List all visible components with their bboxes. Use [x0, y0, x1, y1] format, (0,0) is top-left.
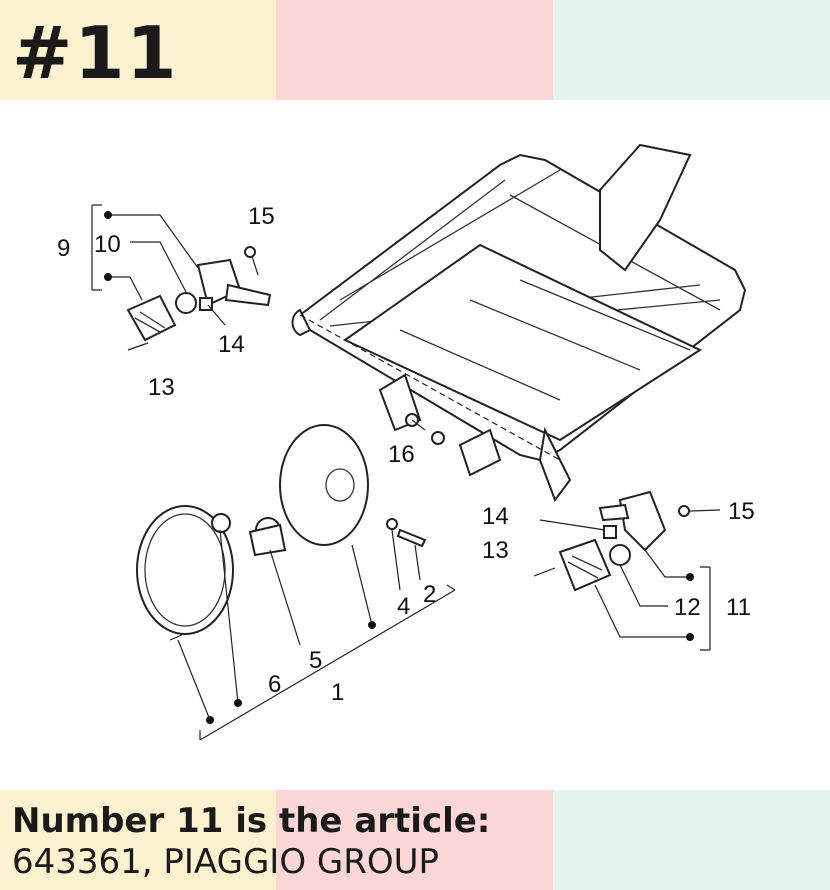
- leader-lines: [91, 204, 721, 741]
- callout-12: 12: [674, 594, 701, 621]
- callout-14-left: 14: [218, 331, 245, 358]
- callout-16: 16: [388, 441, 415, 468]
- band-pink: [276, 0, 553, 100]
- band-yellow: [0, 790, 276, 890]
- caption-subtitle: 643361, PIAGGIO GROUP: [12, 842, 440, 882]
- band-mint: [553, 0, 830, 100]
- left-turn-signal: [126, 246, 272, 351]
- parts-diagram: 9 10 15 14 13 16 14 15 13 12 11 4 2 5 6 …: [57, 143, 755, 741]
- caption-title: Number 11 is the article:: [12, 801, 491, 841]
- band-pink: [276, 790, 553, 890]
- page-number: #11: [12, 11, 179, 95]
- callout-1: 1: [331, 679, 344, 706]
- band-mint: [553, 790, 830, 890]
- callout-5: 5: [309, 647, 322, 674]
- callout-15-right: 15: [728, 498, 755, 525]
- callout-9: 9: [57, 235, 70, 262]
- right-turn-signal: [533, 490, 690, 592]
- callout-labels: 9 10 15 14 13 16 14 15 13 12 11 4 2 5 6 …: [57, 203, 755, 706]
- callout-11: 11: [726, 594, 751, 621]
- band-yellow: [0, 0, 276, 100]
- headlamp-assembly: [136, 424, 427, 641]
- callout-13-left: 13: [148, 374, 175, 401]
- callout-2: 2: [423, 581, 436, 608]
- luggage-rack: [291, 143, 747, 503]
- callout-13-right: 13: [482, 537, 509, 564]
- callout-4: 4: [397, 593, 410, 620]
- callout-10: 10: [94, 231, 121, 258]
- caption-band: [0, 790, 830, 890]
- callout-15-left: 15: [248, 203, 275, 230]
- callout-6: 6: [268, 671, 281, 698]
- header-band: [0, 0, 830, 100]
- callout-14-right: 14: [482, 503, 509, 530]
